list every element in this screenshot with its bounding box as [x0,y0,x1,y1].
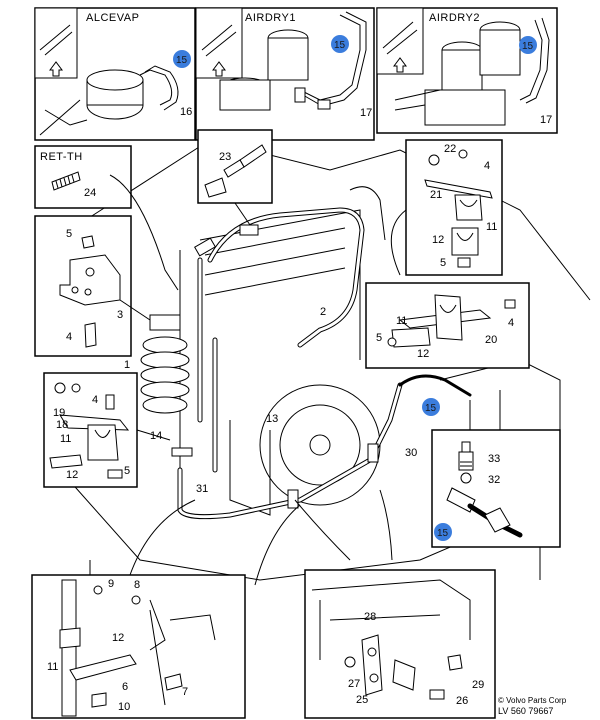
panel-title-alcevap: ALCEVAP [86,12,139,24]
callout-10: 10 [118,701,130,713]
highlight-bubble [519,36,537,54]
callout-14: 14 [150,430,162,442]
callout-4: 4 [484,160,490,172]
callout-20: 20 [485,334,497,346]
callout-11: 11 [47,661,58,673]
highlight-bubble [422,398,440,416]
callout-15: 15 [522,41,534,52]
callout-12: 12 [66,469,78,481]
panel-clamp-middle [365,282,530,369]
callout-5: 5 [440,257,446,269]
callout-29: 29 [472,679,484,691]
callout-4: 4 [92,394,98,406]
panel-bottom-right [304,489,496,719]
callout-11: 11 [396,315,407,327]
callout-18: 18 [56,419,68,431]
callout-24: 24 [84,187,96,199]
panel-bracket-left [34,215,151,357]
panel-retth: RET-TH [34,145,179,291]
callout-13: 13 [266,413,278,425]
panel-fitting-right [431,429,561,548]
callout-26: 26 [456,695,468,707]
leader-arrows [254,499,351,586]
panel-title-airdry2: AIRDRY2 [429,12,480,24]
highlight-bubble [173,50,191,68]
callout-23: 23 [219,151,231,163]
callout-4: 4 [66,331,72,343]
callout-15: 15 [437,528,449,539]
panel-title-retth: RET-TH [40,151,83,163]
callout-5: 5 [66,228,72,240]
callout-2: 2 [320,306,326,318]
callout-17: 17 [360,107,372,119]
callout-5: 5 [376,332,382,344]
callout-15: 15 [425,403,437,414]
highlight-bubble [434,523,452,541]
panel-fitting-top [197,129,273,226]
callout-9: 9 [108,578,114,590]
callout-16: 16 [180,106,192,118]
panel-alcevap: ALCEVAP [34,7,196,141]
callout-3: 3 [117,309,123,321]
callout-22: 22 [444,143,456,155]
callout-12: 12 [112,632,124,644]
callout-7: 7 [182,686,188,698]
callout-21: 21 [430,189,442,201]
copyright-text: © Volvo Parts Corp [498,696,567,705]
panel-clamp-left [43,372,171,488]
highlight-bubble [331,35,349,53]
callout-28: 28 [364,611,376,623]
panel-airdry2: AIRDRY2 [376,7,558,134]
callout-19: 19 [53,407,65,419]
callout-15: 15 [176,55,188,66]
callout-17: 17 [540,114,552,126]
panel-clamp-right [390,139,503,276]
callout-27: 27 [348,678,360,690]
reference-number: LV 560 79667 [498,706,553,716]
callout-8: 8 [134,579,140,591]
callout-labels: 16 17 17 24 23 5 3 4 1 2 22 4 21 11 12 5… [47,106,552,713]
callout-5: 5 [124,465,130,477]
panel-airdry1: AIRDRY1 [195,7,375,141]
callout-11: 11 [60,433,71,445]
callout-11: 11 [486,221,497,233]
panel-bottom-left [31,499,246,719]
callout-12: 12 [417,348,429,360]
callout-1: 1 [124,359,130,371]
callout-31: 31 [196,483,208,495]
callout-12: 12 [432,234,444,246]
callout-4: 4 [508,317,514,329]
callout-30: 30 [405,447,417,459]
footer: © Volvo Parts Corp LV 560 79667 [498,696,567,716]
callout-6: 6 [122,681,128,693]
callout-15: 15 [334,40,346,51]
callout-25: 25 [356,694,368,706]
coil-hose [140,314,190,414]
air-pipes [171,207,472,520]
callout-32: 32 [488,474,500,486]
callout-33: 33 [488,453,500,465]
panel-title-airdry1: AIRDRY1 [245,12,296,24]
highlighted-callouts: 15 15 15 15 15 [173,35,537,541]
